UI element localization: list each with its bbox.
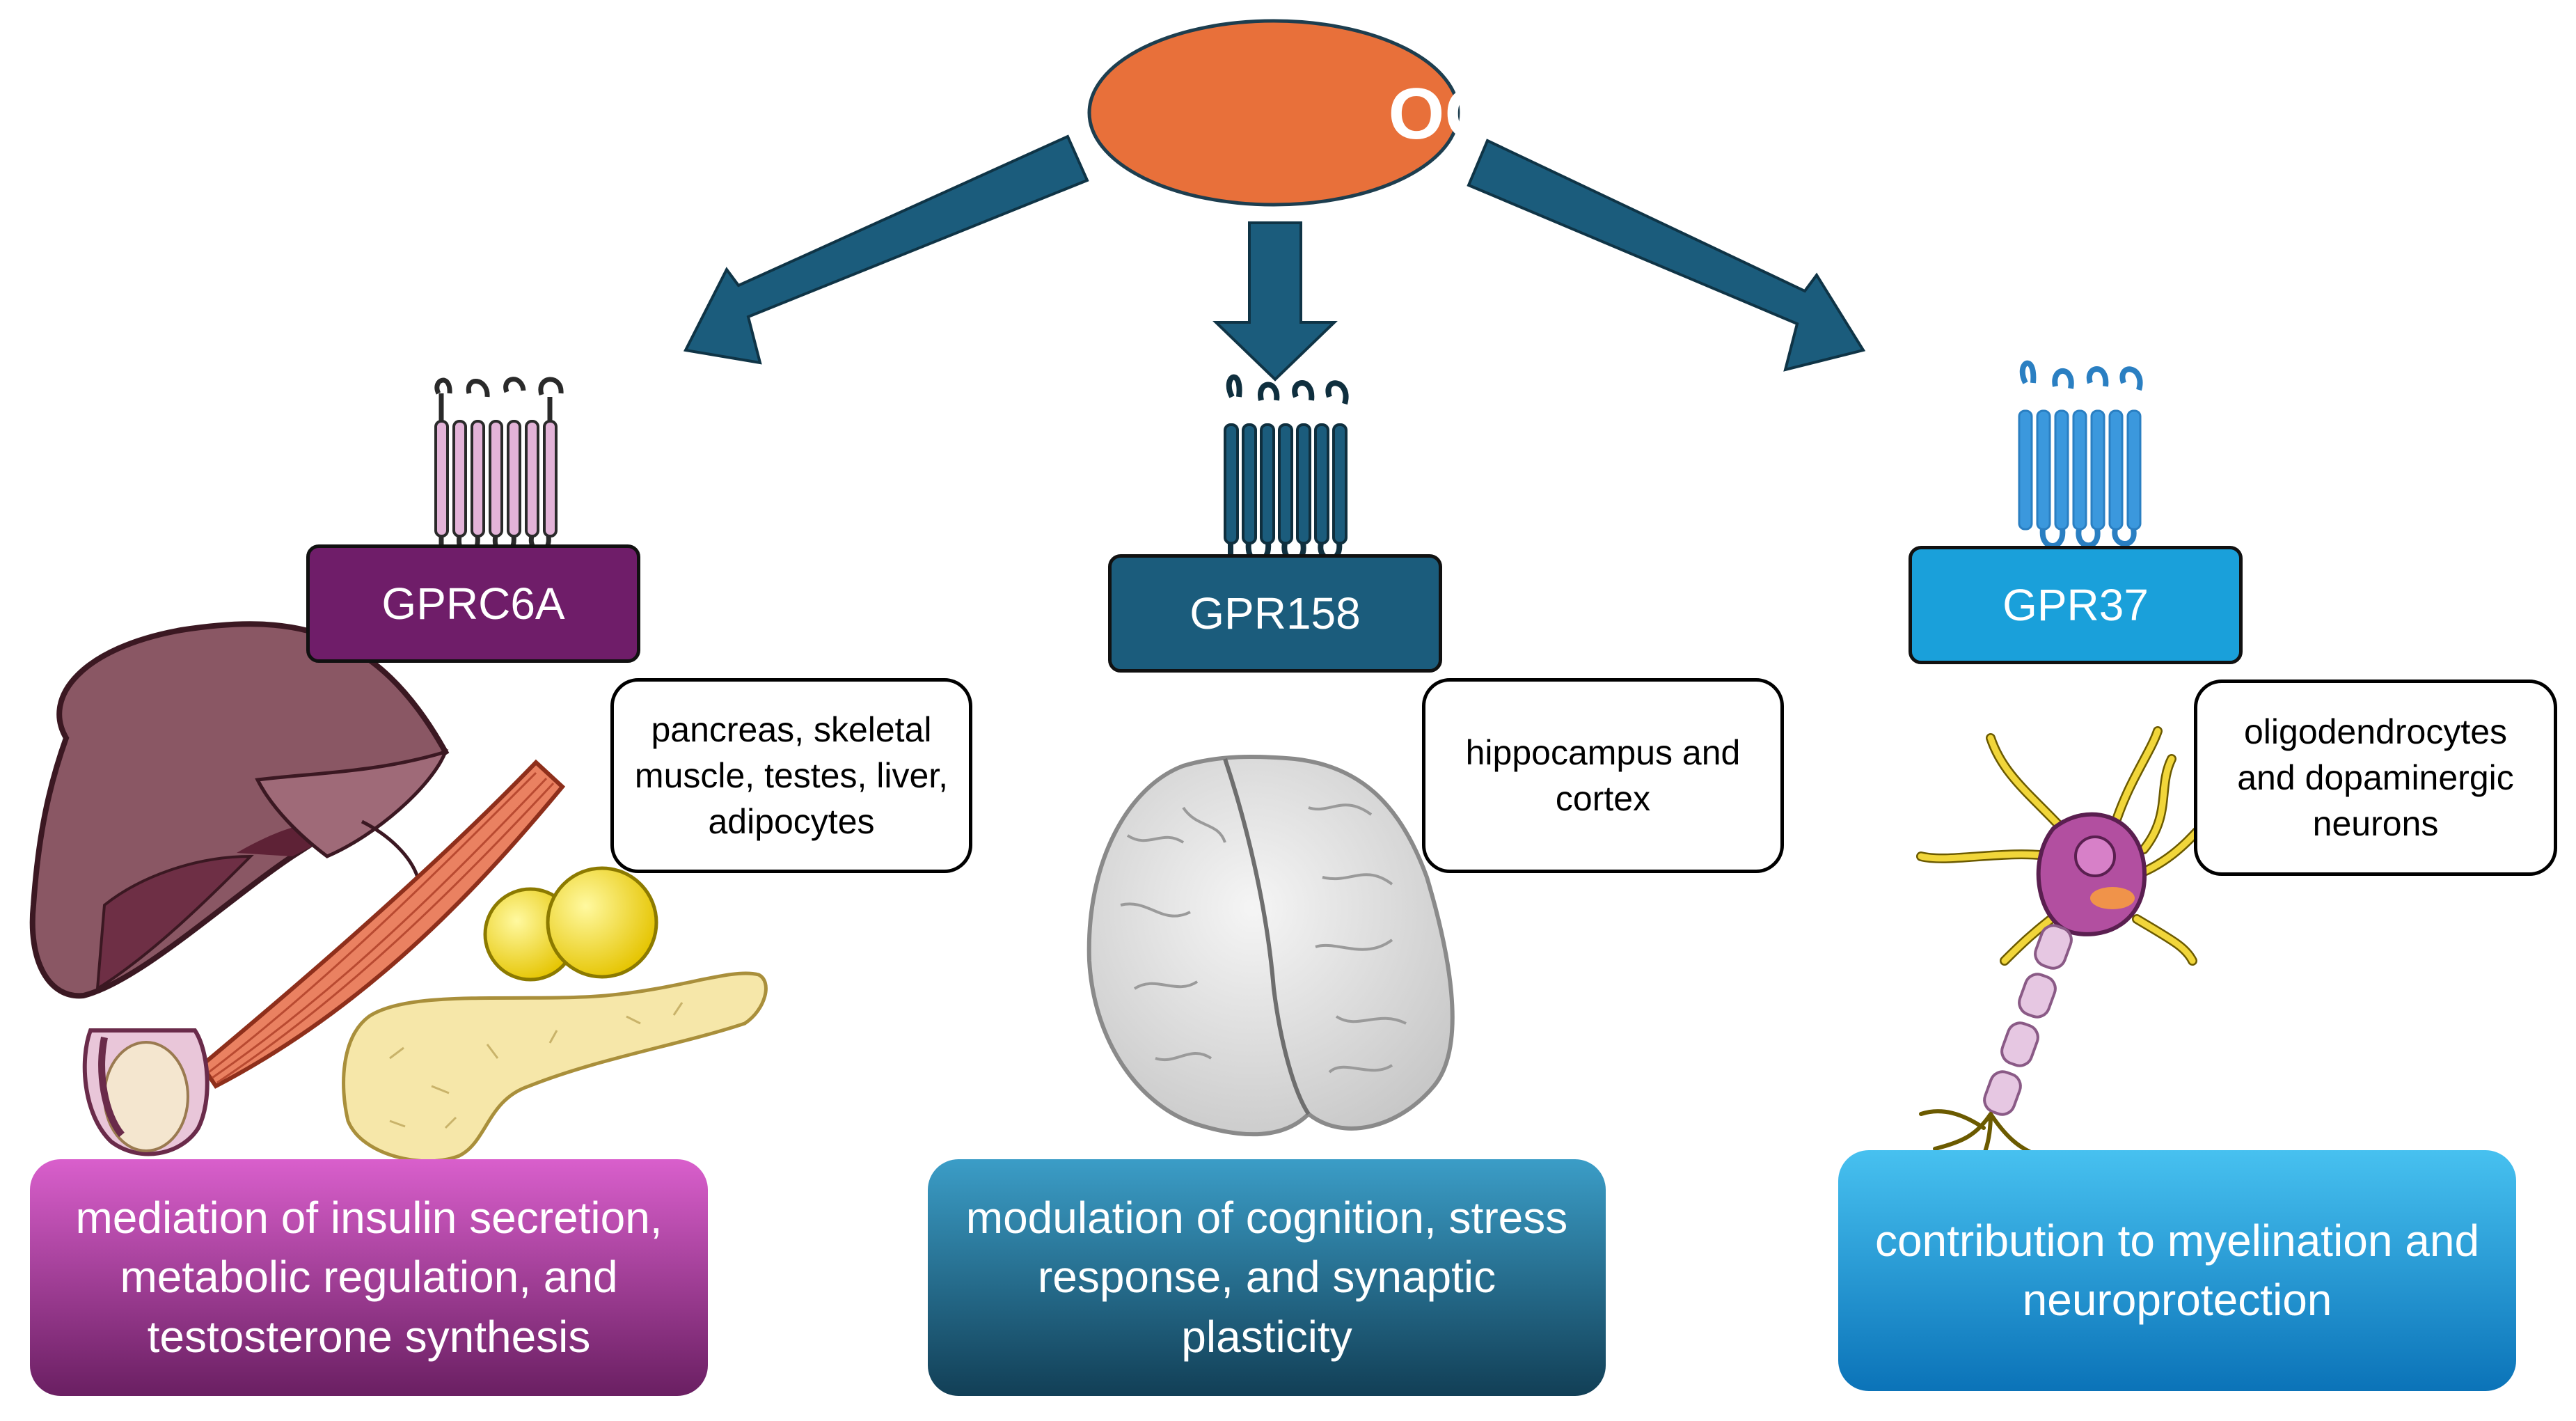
tissue-box-gpr37: oligodendrocytes and dopaminergic neuron…	[2194, 680, 2557, 876]
brain-icon	[1086, 755, 1455, 1137]
liver-icon	[29, 621, 450, 999]
receptor-gpr158: GPR158	[1108, 554, 1442, 673]
tissue-box-gprc6a: pancreas, skeletal muscle, testes, liver…	[610, 678, 972, 873]
arrow-center	[1212, 221, 1338, 382]
gpcr-icon	[2018, 360, 2143, 549]
receptor-gpr37: GPR37	[1909, 546, 2243, 664]
function-box-gpr37: contribution to myelination and neuropro…	[1838, 1150, 2516, 1391]
function-box-gprc6a: mediation of insulin secretion, metaboli…	[30, 1159, 708, 1396]
muscle-icon	[199, 759, 566, 1089]
receptor-gprc6a: GPRC6A	[306, 544, 640, 663]
arrow-left	[683, 134, 1089, 365]
testis-icon	[82, 1028, 210, 1156]
neuron-icon	[1916, 726, 2211, 1179]
adipocytes-icon	[483, 866, 658, 982]
ocn-label: OCN	[1388, 73, 1549, 155]
tissue-box-gpr158: hippocampus and cortex	[1422, 678, 1784, 873]
arrow-right	[1467, 139, 1866, 372]
pancreas-icon	[342, 971, 768, 1163]
gpcr-icon	[434, 377, 564, 557]
gpcr-icon	[1224, 374, 1349, 565]
function-box-gpr158: modulation of cognition, stress response…	[928, 1159, 1606, 1396]
ocn-ellipse	[1087, 19, 1460, 207]
